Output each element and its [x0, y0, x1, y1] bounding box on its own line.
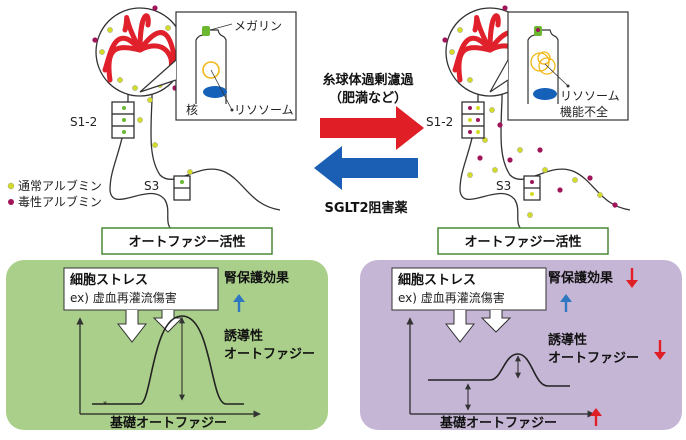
left-renoprotection: 腎保護効果: [224, 270, 289, 286]
left-stress-arrow-1: [116, 310, 148, 343]
left-callout: メガリン リソソーム 核: [139, 11, 297, 121]
right-lysosome-label-1: リソソーム: [560, 89, 620, 103]
left-stress-box: [63, 267, 219, 311]
right-activity-curve: [428, 353, 570, 387]
left-induced-2: オートファジー: [224, 347, 315, 362]
left-s12-label: S1-2: [70, 115, 97, 129]
sglt2-label: SGLT2阻害薬: [324, 200, 408, 216]
left-s3-cells: [173, 175, 191, 201]
right-renoprotection: 腎保護効果: [548, 270, 613, 286]
right-nephron: リソソーム 機能不全 S1-2 S3: [426, 5, 631, 236]
sglt2-arrow: [314, 146, 418, 190]
left-stress-1: 細胞ストレス: [70, 272, 148, 288]
hyperfiltration-label-1: 糸球体過剰濾過: [322, 72, 414, 88]
legend-normal-dot: [7, 182, 15, 190]
right-s12-label: S1-2: [426, 115, 453, 129]
right-stress-box: [391, 267, 547, 311]
right-s12-cells: [461, 101, 485, 139]
left-lysosome-label: リソソーム: [234, 103, 294, 117]
right-lysosome: [530, 51, 556, 75]
left-panel: オートファジー活性 細胞ストレス ex) 虚血再灌流傷害 * 腎保護効果 誘導性…: [6, 227, 328, 431]
left-megalin-label: メガリン: [234, 19, 282, 33]
left-nucleus-label: 核: [186, 103, 198, 117]
center: 糸球体過剰濾過 （肥満など） SGLT2阻害薬: [314, 72, 424, 216]
legend-toxic-label: 毒性アルブミン: [18, 194, 102, 209]
hyperfiltration-label-2: （肥満など）: [329, 90, 407, 106]
right-basal-label: 基礎オートファジー: [439, 415, 557, 431]
right-stress-2: ex) 虚血再灌流傷害: [398, 290, 505, 305]
legend-toxic-dot: [8, 199, 14, 205]
right-induced-2: オートファジー: [548, 351, 639, 366]
left-basal-star: *: [103, 400, 107, 409]
right-stress-arrow-1: [444, 310, 476, 343]
left-activity-curve: [92, 315, 244, 405]
hyperfiltration-arrow: [320, 106, 424, 150]
left-glomerulus: [102, 13, 178, 83]
right-induced-1: 誘導性: [548, 332, 587, 348]
right-stress-arrow-2: [480, 310, 512, 333]
right-callout: リソソーム 機能不全: [489, 11, 629, 121]
right-panel: オートファジー活性 細胞ストレス ex) 虚血再灌流傷害 腎保護効果 誘導性 オ…: [360, 227, 682, 431]
right-lysosome-label-2: 機能不全: [560, 104, 608, 119]
right-panel-title: オートファジー活性: [464, 234, 581, 250]
left-induced-1: 誘導性: [224, 328, 263, 344]
left-nephron: メガリン リソソーム 核 S1-2 S3: [70, 5, 297, 236]
legend: 通常アルブミン 毒性アルブミン: [7, 178, 102, 209]
legend-normal-label: 通常アルブミン: [18, 178, 102, 193]
left-stress-2: ex) 虚血再灌流傷害: [70, 290, 177, 305]
left-panel-title: オートファジー活性: [128, 234, 245, 250]
right-s3-cells: [523, 175, 541, 201]
right-s3-label: S3: [496, 179, 511, 193]
right-nucleus: [533, 88, 557, 100]
left-basal-label: 基礎オートファジー: [109, 415, 227, 431]
left-s3-label: S3: [144, 179, 159, 193]
left-nucleus: [203, 86, 227, 98]
right-stress-1: 細胞ストレス: [398, 272, 476, 288]
